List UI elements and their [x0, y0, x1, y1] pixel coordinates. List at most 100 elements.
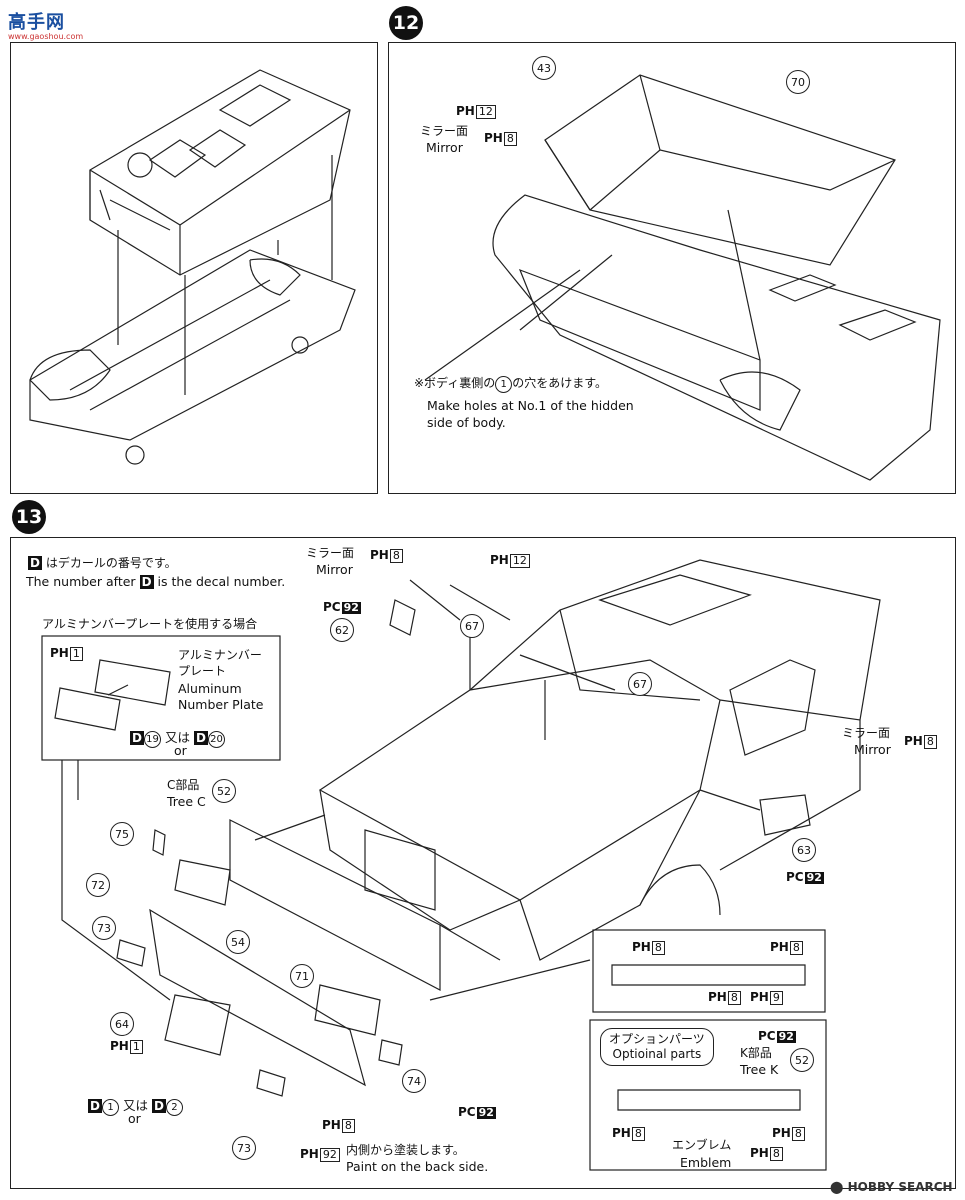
decal-note-en: The number after D is the decal number.: [26, 574, 286, 589]
or-en-plate: or: [174, 743, 187, 758]
plate-box-frame: [41, 635, 281, 761]
part-43-label: 43: [532, 56, 556, 80]
marker-73a: [116, 939, 146, 967]
site-logo: 高手网 www.gaoshou.com: [8, 8, 83, 41]
grille-part: [229, 819, 441, 991]
tree-c-jp: C部品: [167, 778, 200, 792]
part-73b-label: 73: [232, 1136, 256, 1160]
hole-leader: [519, 254, 613, 331]
or-en-bottom: or: [128, 1111, 141, 1126]
step-13-badge: 13: [12, 500, 46, 534]
plate-en-2: Number Plate: [178, 697, 264, 712]
plate-rect: [94, 659, 171, 706]
part-71-label: 71: [290, 964, 314, 988]
mirror-right-jp: ミラー面: [842, 726, 891, 740]
mirror-top-en: Mirror: [316, 562, 353, 577]
lamp-71: [314, 984, 381, 1036]
part-67a-label: 67: [460, 614, 484, 638]
part-75-label: 75: [110, 822, 134, 846]
hole-note-en-2: side of body.: [427, 415, 506, 430]
emblem-en: Emblem: [680, 1155, 732, 1170]
lamp-72: [174, 859, 231, 906]
part-52-option-label: 52: [790, 1048, 814, 1072]
side-marker-75: [152, 829, 166, 856]
assembly-arrows-left: [117, 155, 333, 395]
emblem-jp: エンブレム: [672, 1138, 732, 1152]
mirror-top-jp: ミラー面: [306, 546, 355, 560]
part-70-label: 70: [786, 70, 810, 94]
site-logo-text: 高手网: [8, 12, 65, 33]
decal-rect: [54, 687, 121, 731]
part-64-label: 64: [110, 1012, 134, 1036]
grille-detail-box: [592, 929, 826, 1013]
car-body-drawing: [318, 559, 881, 961]
plate-jp-1: アルミナンバー: [178, 648, 262, 662]
part-67b-label: 67: [628, 672, 652, 696]
number-plate-64: [164, 994, 231, 1056]
part-74-label: 74: [402, 1069, 426, 1093]
plate-case-heading: アルミナンバープレートを使用する場合: [42, 617, 258, 631]
paint-back-en: Paint on the back side.: [346, 1159, 489, 1174]
part-63-label: 63: [792, 838, 816, 862]
mirror-en-label: Mirror: [426, 140, 463, 155]
part-62-label: 62: [330, 618, 354, 642]
site-url: www.gaoshou.com: [8, 32, 84, 41]
tree-c-en: Tree C: [167, 794, 206, 809]
paint-back-jp: 内側から塗装します。: [346, 1143, 465, 1157]
tree-k-en: Tree K: [740, 1062, 779, 1077]
wiper-lines: [409, 579, 616, 691]
note-leader: [424, 269, 581, 381]
mirror-jp-label: ミラー面: [420, 124, 469, 138]
plate-en-1: Aluminum: [178, 681, 242, 696]
hole-note-en-1: Make holes at No.1 of the hidden: [427, 398, 634, 413]
liner-arrow: [727, 209, 761, 361]
mirror-left-shape: [389, 599, 416, 636]
hobby-search-watermark: ⬤ HOBBY SEARCH: [830, 1180, 953, 1194]
watermark-icon: ⬤: [830, 1180, 848, 1194]
mirror-right-en: Mirror: [854, 742, 891, 757]
panel-step-13: [10, 537, 956, 1189]
part-54-label: 54: [226, 930, 250, 954]
mirror-right-shape: [759, 794, 811, 836]
lamp-74: [378, 1039, 403, 1066]
option-box-frame: [589, 1019, 827, 1171]
plate-jp-2: プレート: [178, 664, 227, 678]
tree-k-jp: K部品: [740, 1046, 772, 1060]
interior-tub-drawing: [89, 69, 351, 276]
bumper-part: [149, 908, 366, 1087]
chassis-drawing: [29, 249, 356, 465]
part-73a-label: 73: [92, 916, 116, 940]
decal-note-jp: D はデカールの番号です。: [28, 556, 177, 571]
body-shell-drawing: [492, 74, 941, 481]
part-52-label: 52: [212, 779, 236, 803]
step-12-badge: 12: [389, 6, 423, 40]
part-72-label: 72: [86, 873, 110, 897]
optional-parts-badge: オプションパーツ Optioinal parts: [600, 1028, 714, 1066]
marker-73b: [256, 1069, 286, 1097]
panel-step-12: [388, 42, 956, 494]
plate-leader: [61, 760, 171, 1001]
